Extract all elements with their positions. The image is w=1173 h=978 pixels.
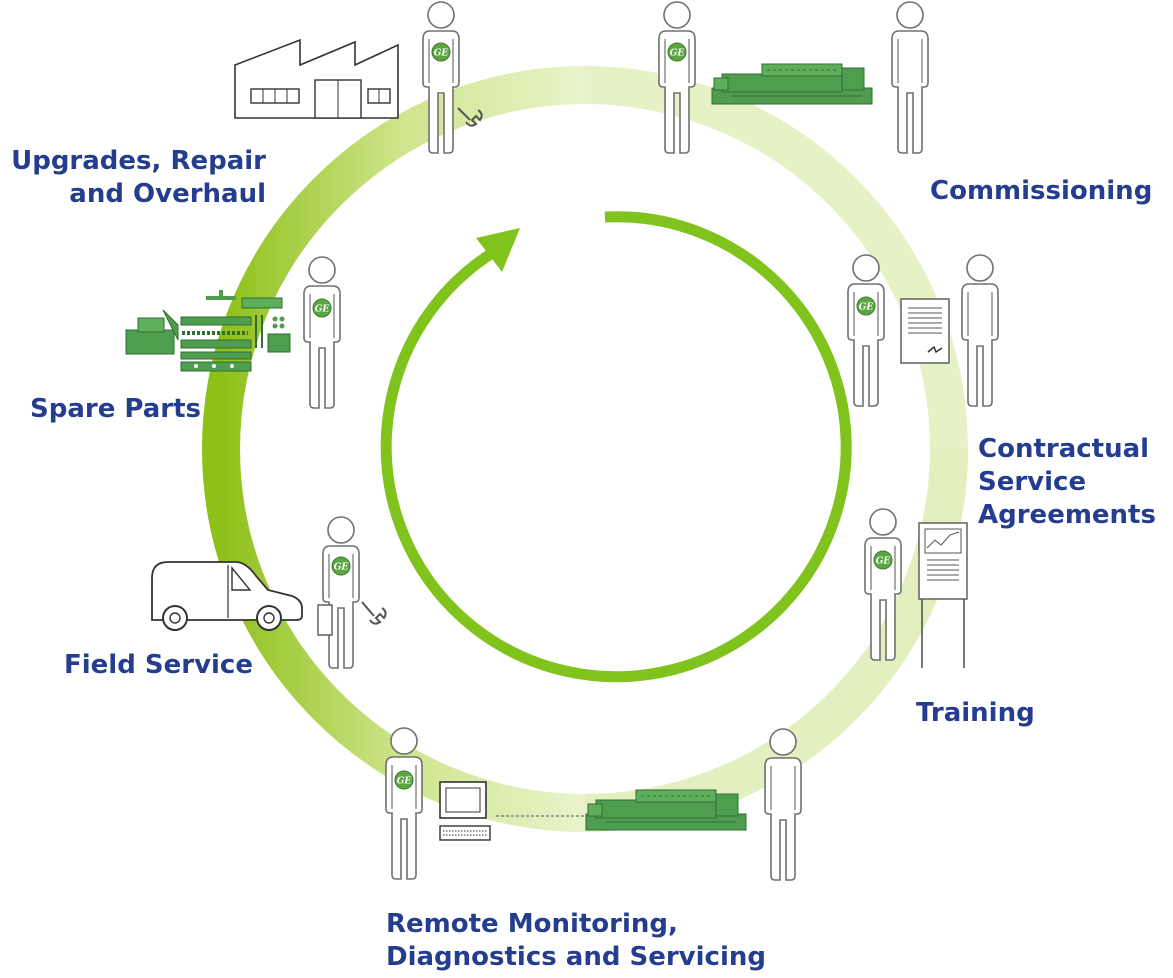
label-upgrades-repair-overhaul: Upgrades, Repair and Overhaul [0,145,266,211]
computer-icon [439,781,491,841]
factory-icon [234,38,399,119]
label-field-service: Field Service [64,649,253,682]
label-line: Service [978,467,1087,497]
wrench-icon [457,107,483,127]
label-training: Training [916,697,1035,730]
ge-logo-icon [431,42,451,62]
ge-logo-icon [667,42,687,62]
label-line: Diagnostics and Servicing [386,942,766,972]
label-line: Upgrades, Repair [11,146,266,176]
spare-parts-icon [125,290,291,372]
label-line: Agreements [978,500,1156,530]
label-contractual-service-agreements: Contractual Service Agreements [978,433,1156,532]
label-line: and Overhaul [69,179,266,209]
person-icon [658,1,696,154]
label-line: Field Service [64,650,253,680]
service-van-icon [151,561,303,631]
label-line: Contractual [978,434,1150,464]
cycle-ring-gradient [202,66,586,832]
person-icon [303,256,341,409]
gas-engine-icon [711,63,873,105]
person-icon [961,254,999,407]
ge-logo-icon [856,296,876,316]
label-remote-monitoring: Remote Monitoring, Diagnostics and Servi… [386,908,766,974]
contract-document-icon [900,298,950,364]
cycle-arrow [380,211,852,683]
training-chart-icon [918,522,968,668]
ge-logo-icon [331,556,351,576]
person-icon [322,516,360,669]
wrench-icon [317,601,387,636]
label-commissioning: Commissioning [930,175,1152,208]
label-line: Training [916,698,1035,728]
ge-logo-icon [312,298,332,318]
person-icon [891,1,929,154]
label-line: Spare Parts [30,394,202,424]
cycle-arrowhead [476,228,520,272]
person-icon [847,254,885,407]
label-spare-parts: Spare Parts [30,393,201,426]
ge-logo-icon [394,770,414,790]
ge-logo-icon [873,550,893,570]
label-line: Remote Monitoring, [386,909,678,939]
label-line: Commissioning [930,176,1153,206]
